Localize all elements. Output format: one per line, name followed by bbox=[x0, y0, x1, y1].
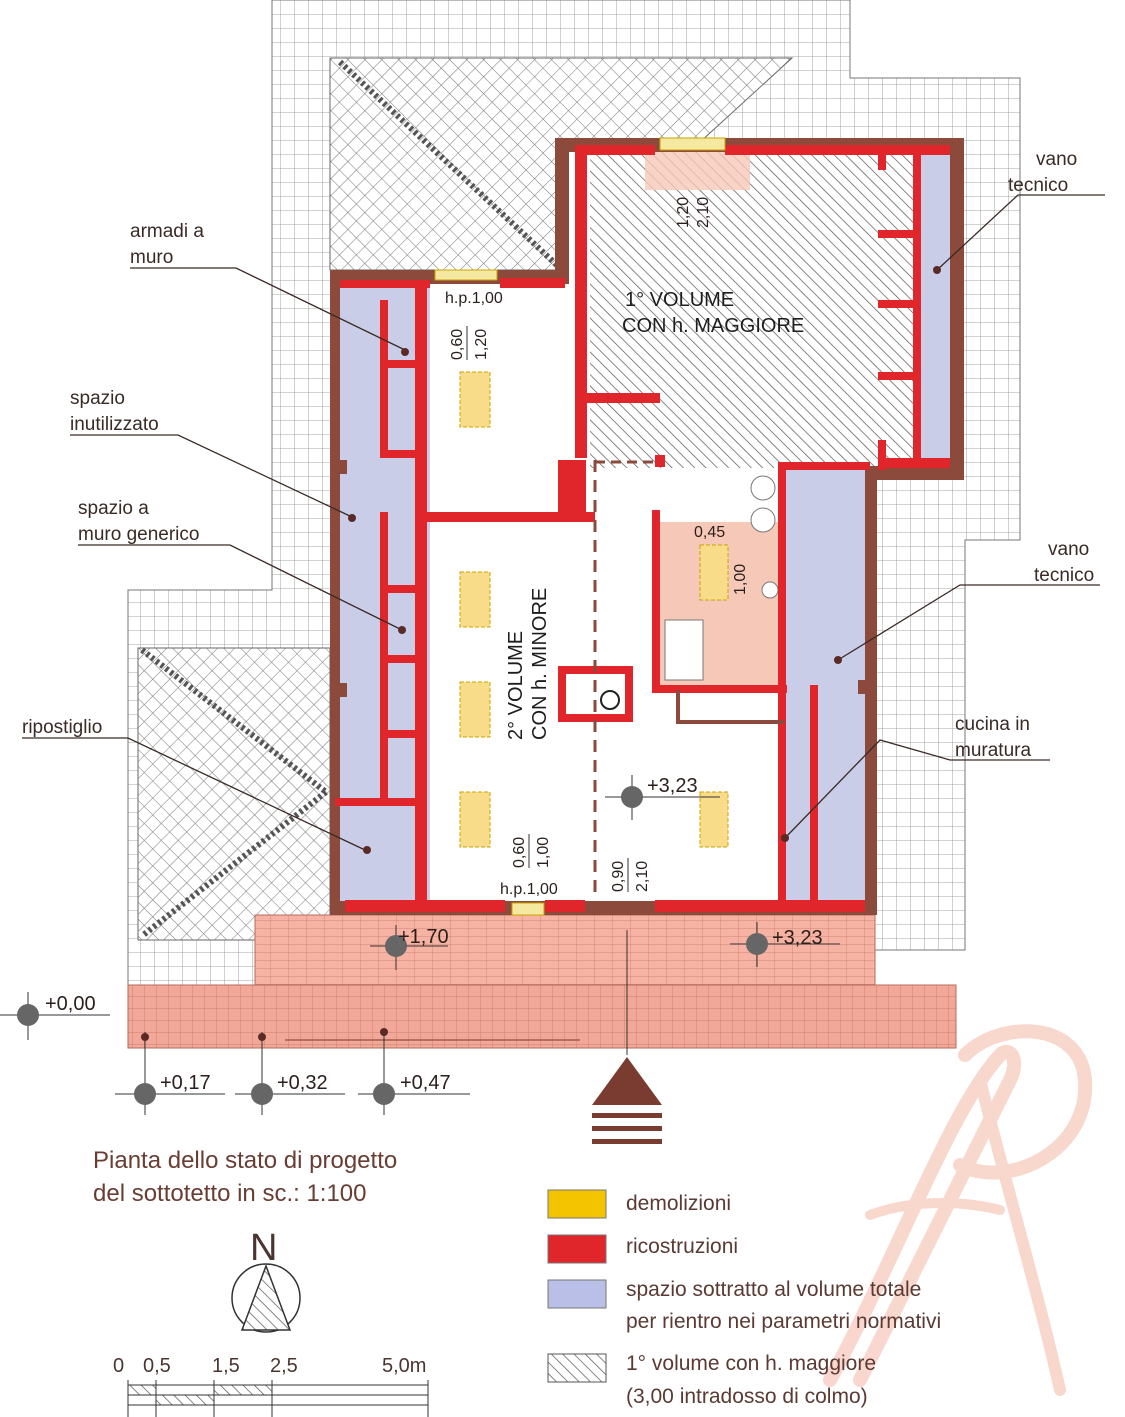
dim-hp-bottom: h.p.1,00 bbox=[500, 881, 558, 898]
roof-tiles bbox=[137, 57, 794, 941]
room-vol2-line2: CON h. MINORE bbox=[529, 588, 551, 740]
svg-text:1,5: 1,5 bbox=[212, 1355, 240, 1377]
svg-text:1° volume con h. maggiore: 1° volume con h. maggiore bbox=[626, 1352, 876, 1375]
legend-item-volume: 1° volume con h. maggiore (3,00 intrados… bbox=[547, 1352, 876, 1408]
label-armadi-2: muro bbox=[130, 247, 173, 268]
svg-text:+0,47: +0,47 bbox=[400, 1072, 451, 1094]
legend-item-demolizioni: demolizioni bbox=[547, 1189, 731, 1219]
label-spazio-inut-2: inutilizzato bbox=[70, 414, 159, 435]
title-line1: Pianta dello stato di progetto bbox=[93, 1147, 397, 1174]
annotations: armadi a muro spazio inutilizzato spazio… bbox=[22, 149, 1094, 761]
room-names: 1° VOLUME CON h. MAGGIORE 2° VOLUME CON … bbox=[505, 289, 804, 740]
legend-swatch-volume bbox=[547, 1353, 607, 1383]
walls bbox=[330, 138, 964, 915]
label-ripostiglio: ripostiglio bbox=[22, 717, 102, 738]
dim-hp-top: h.p.1,00 bbox=[445, 290, 503, 307]
svg-text:0: 0 bbox=[113, 1355, 124, 1377]
label-vano-mid-1: vano bbox=[1048, 539, 1089, 560]
label-armadi-1: armadi a bbox=[130, 221, 204, 242]
leader-dots bbox=[348, 266, 941, 854]
label-cucina-2: muratura bbox=[955, 740, 1031, 761]
windows bbox=[434, 137, 729, 916]
watermark-logo bbox=[823, 1024, 1093, 1396]
svg-text:0,5: 0,5 bbox=[143, 1355, 171, 1377]
dim-win-b-top: 1,20 bbox=[675, 197, 692, 228]
dim-win-a-bot: 1,20 bbox=[473, 329, 490, 360]
leader-lines bbox=[22, 194, 1105, 851]
dim-win-c-top: 0,60 bbox=[511, 837, 528, 868]
terrace bbox=[127, 914, 957, 1049]
svg-text:5,0m: 5,0m bbox=[382, 1355, 426, 1377]
svg-text:+3,23: +3,23 bbox=[772, 927, 823, 949]
elev-000: +0,00 bbox=[0, 992, 110, 1040]
scale-bar: 0 0,5 1,5 2,5 5,0m bbox=[113, 1355, 429, 1417]
title-line2: del sottotetto in sc.: 1:100 bbox=[93, 1180, 367, 1207]
dim-win-d-bot: 2,10 bbox=[634, 861, 651, 892]
room-vol1-line1: 1° VOLUME bbox=[625, 289, 734, 311]
svg-text:+1,70: +1,70 bbox=[398, 926, 449, 948]
elev-170: +1,70 bbox=[370, 925, 449, 970]
legend-item-ricostruzioni: ricostruzioni bbox=[547, 1234, 738, 1264]
svg-text:+3,23: +3,23 bbox=[647, 775, 698, 797]
label-vano-top-2: tecnico bbox=[1008, 175, 1068, 196]
svg-text:demolizioni: demolizioni bbox=[626, 1192, 731, 1215]
legend-swatch-demolizioni bbox=[547, 1189, 607, 1219]
legend-item-spazio: spazio sottratto al volume totale per ri… bbox=[547, 1278, 941, 1333]
elev-323-terrace: +3,23 bbox=[730, 922, 840, 967]
dim-bath-top: 0,45 bbox=[694, 524, 725, 541]
label-vano-mid-2: tecnico bbox=[1034, 565, 1094, 586]
room-vol2-line1: 2° VOLUME bbox=[505, 631, 527, 740]
legend-swatch-ricostruzioni bbox=[547, 1234, 607, 1264]
legend-swatch-spazio bbox=[547, 1279, 607, 1309]
dim-win-a-top: 0,60 bbox=[449, 329, 466, 360]
label-cucina-1: cucina in bbox=[955, 714, 1030, 735]
elev-047: +0,47 bbox=[358, 1028, 470, 1115]
north-label: N bbox=[250, 1227, 277, 1269]
dimensions: h.p.1,00 h.p.1,00 0,60 1,20 1,20 2,10 0,… bbox=[445, 197, 749, 898]
svg-text:2,5: 2,5 bbox=[270, 1355, 298, 1377]
dim-win-d-top: 0,90 bbox=[610, 861, 627, 892]
label-spazio-muro-1: spazio a bbox=[78, 498, 149, 519]
label-vano-top-1: vano bbox=[1036, 149, 1077, 170]
svg-text:spazio sottratto al volume tot: spazio sottratto al volume totale bbox=[626, 1278, 921, 1301]
svg-text:per rientro nei parametri norm: per rientro nei parametri normativi bbox=[626, 1310, 941, 1333]
svg-text:ricostruzioni: ricostruzioni bbox=[626, 1235, 738, 1258]
legend: demolizioni ricostruzioni spazio sottrat… bbox=[547, 1189, 941, 1408]
svg-text:(3,00 intradosso di colmo): (3,00 intradosso di colmo) bbox=[626, 1385, 868, 1408]
label-spazio-muro-2: muro generico bbox=[78, 524, 199, 545]
dim-bath-bot: 1,00 bbox=[732, 564, 749, 595]
elev-032: +0,32 bbox=[235, 1032, 345, 1115]
svg-text:+0,00: +0,00 bbox=[45, 993, 96, 1015]
label-spazio-inut-1: spazio bbox=[70, 388, 125, 409]
elev-017: +0,17 bbox=[115, 1032, 225, 1115]
room-vol1-line2: CON h. MAGGIORE bbox=[622, 315, 804, 337]
svg-text:+0,32: +0,32 bbox=[277, 1072, 328, 1094]
elev-323-room: +3,23 bbox=[605, 775, 720, 820]
north-arrow: N bbox=[231, 1227, 301, 1333]
dim-win-b-bot: 2,10 bbox=[695, 197, 712, 228]
dim-win-c-bot: 1,00 bbox=[535, 837, 552, 868]
entrance-arrow bbox=[592, 930, 662, 1144]
drawing-title: Pianta dello stato di progetto del sotto… bbox=[93, 1147, 397, 1207]
elevation-markers: +0,00 +0,17 +0,32 +0,47 +1,70 bbox=[0, 775, 840, 1115]
svg-text:+0,17: +0,17 bbox=[160, 1072, 211, 1094]
